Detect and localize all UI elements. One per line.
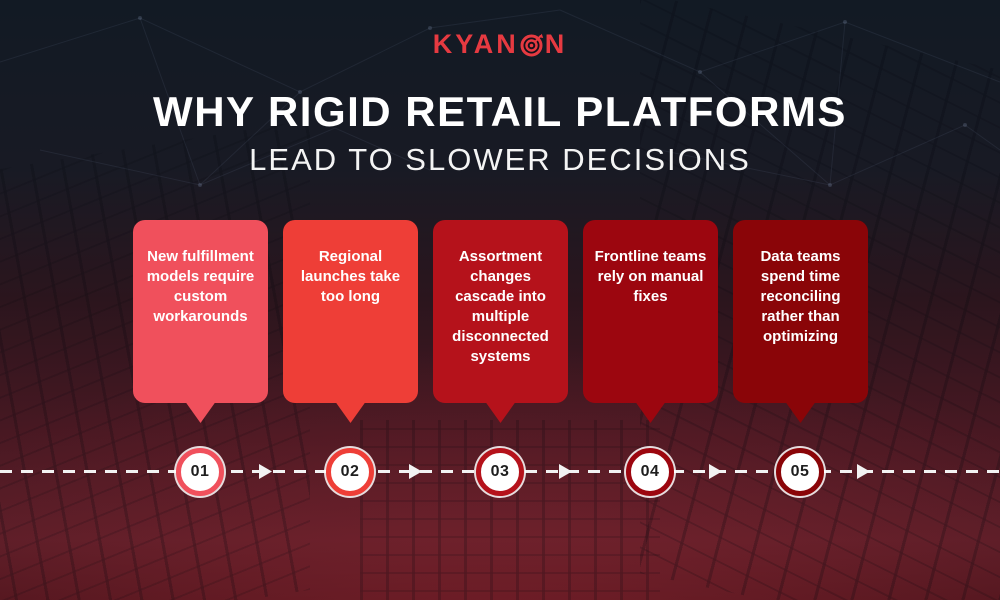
arrow-right-icon — [857, 464, 870, 479]
logo-text-left: KYAN — [432, 29, 519, 59]
arrow-right-icon — [259, 464, 272, 479]
timeline-node-1-number: 01 — [190, 463, 210, 480]
arrow-right-icon — [409, 464, 422, 479]
step-card-5: Data teams spend time reconciling rather… — [733, 220, 868, 423]
timeline-node-4-number: 04 — [640, 463, 660, 480]
step-card-2-pointer — [335, 402, 366, 423]
step-card-5-label: Data teams spend time reconciling rather… — [760, 248, 841, 345]
step-card-3: Assortment changes cascade into multiple… — [433, 220, 568, 423]
timeline-node-1: 01 — [176, 448, 224, 496]
step-card-4: Frontline teams rely on manual fixes — [583, 220, 718, 423]
step-card-1-pointer — [185, 402, 216, 423]
step-card-3-label: Assortment changes cascade into multiple… — [452, 248, 549, 365]
step-card-1: New fulfillment models require custom wo… — [133, 220, 268, 423]
step-card-2: Regional launches take too long — [283, 220, 418, 423]
step-card-4-label: Frontline teams rely on manual fixes — [594, 248, 707, 305]
bullseye-target-icon — [520, 33, 543, 57]
arrow-right-icon — [559, 464, 572, 479]
step-card-2-label: Regional launches take too long — [300, 248, 401, 305]
logo-text-right: N — [544, 29, 568, 59]
step-card-3-pointer — [485, 402, 516, 423]
timeline-node-2: 02 — [326, 448, 374, 496]
arrow-right-icon — [709, 464, 722, 479]
step-card-1-label: New fulfillment models require custom wo… — [146, 248, 255, 325]
step-card-4-pointer — [635, 402, 666, 423]
timeline-node-2-number: 02 — [340, 463, 360, 480]
headline-line1: WHY RIGID RETAIL PLATFORMS — [153, 88, 847, 135]
timeline-node-5: 05 — [776, 448, 824, 496]
headline-line2: LEAD TO SLOWER DECISIONS — [249, 142, 751, 177]
timeline-node-3-number: 03 — [490, 463, 510, 480]
timeline-node-3: 03 — [476, 448, 524, 496]
building-texture-bottom — [360, 420, 660, 600]
step-card-5-pointer — [785, 402, 816, 423]
timeline-node-4: 04 — [626, 448, 674, 496]
brand-logo: KYAN N — [0, 26, 1000, 62]
timeline-node-5-number: 05 — [790, 463, 810, 480]
